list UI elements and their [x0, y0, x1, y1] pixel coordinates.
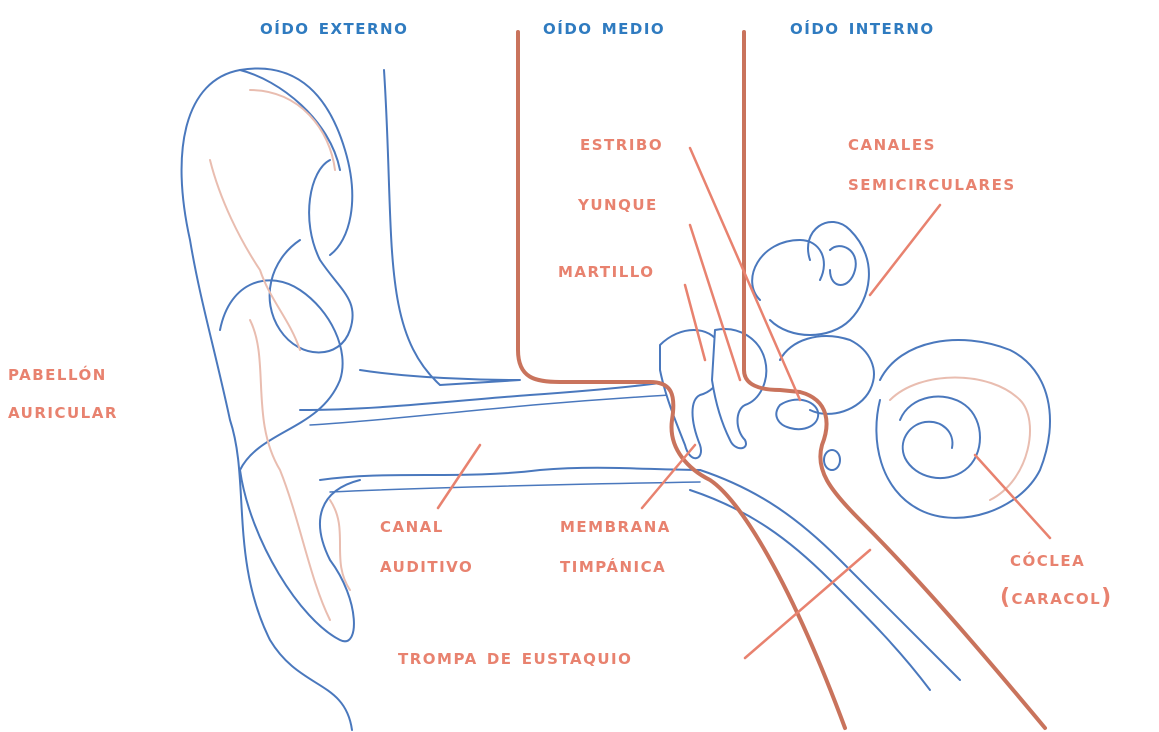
section-label-middle-ear: OÍDO MEDIO — [543, 15, 666, 40]
auricle-outline — [180, 67, 521, 731]
auricle-inner-fold — [268, 159, 354, 354]
eustachian-tube-upper — [699, 469, 961, 681]
label-canales: CANALES — [848, 131, 936, 156]
label-caracol: (CARACOL) — [1000, 585, 1113, 610]
label-trompa-de-eustaquio: TROMPA DE EUSTAQUIO — [398, 645, 633, 670]
section-label-outer-ear: OÍDO EXTERNO — [260, 15, 409, 40]
canal-lower — [319, 466, 701, 481]
leader-canal — [436, 443, 482, 510]
leader-yunque — [688, 223, 742, 382]
label-timpanica: TIMPÁNICA — [560, 553, 667, 578]
leader-trompa — [743, 548, 872, 660]
stapes-shape — [775, 398, 820, 431]
eustachian-tube-lower — [689, 489, 931, 691]
cochlea-outer — [875, 339, 1051, 519]
leader-coclea — [973, 453, 1052, 540]
leader-martillo — [683, 283, 707, 362]
canal-upper — [299, 379, 681, 411]
divider-middle-inner — [742, 30, 1047, 730]
divider-outer-middle — [516, 30, 847, 730]
label-semicirculares: SEMICIRCULARES — [848, 171, 1016, 196]
auricle-concha — [219, 279, 344, 471]
label-yunque: YUNQUE — [578, 191, 658, 216]
label-coclea: CÓCLEA — [1010, 547, 1086, 572]
semicircular-canals — [751, 220, 870, 336]
label-membrana: MEMBRANA — [560, 513, 671, 538]
auricle-inner-line — [209, 89, 351, 621]
cochlea-inner-line — [889, 376, 1031, 501]
auricle-lobe — [239, 469, 361, 643]
vestibule — [779, 335, 875, 415]
label-pabellon: PABELLÓN — [8, 361, 107, 386]
label-estribo: ESTRIBO — [580, 131, 664, 156]
auricle-rim — [239, 69, 341, 171]
label-auditivo: AUDITIVO — [380, 553, 474, 578]
cochlea-spiral — [899, 395, 981, 479]
incus-shape — [711, 328, 768, 450]
label-canal: CANAL — [380, 513, 444, 538]
label-auricular: AURICULAR — [8, 399, 118, 424]
canal-inner — [309, 394, 701, 493]
section-label-inner-ear: OÍDO INTERNO — [790, 15, 935, 40]
leader-membrana — [640, 443, 697, 510]
leader-estribo — [688, 146, 802, 402]
label-martillo: MARTILLO — [558, 258, 655, 283]
round-window — [823, 449, 841, 471]
leader-canales — [868, 203, 942, 297]
